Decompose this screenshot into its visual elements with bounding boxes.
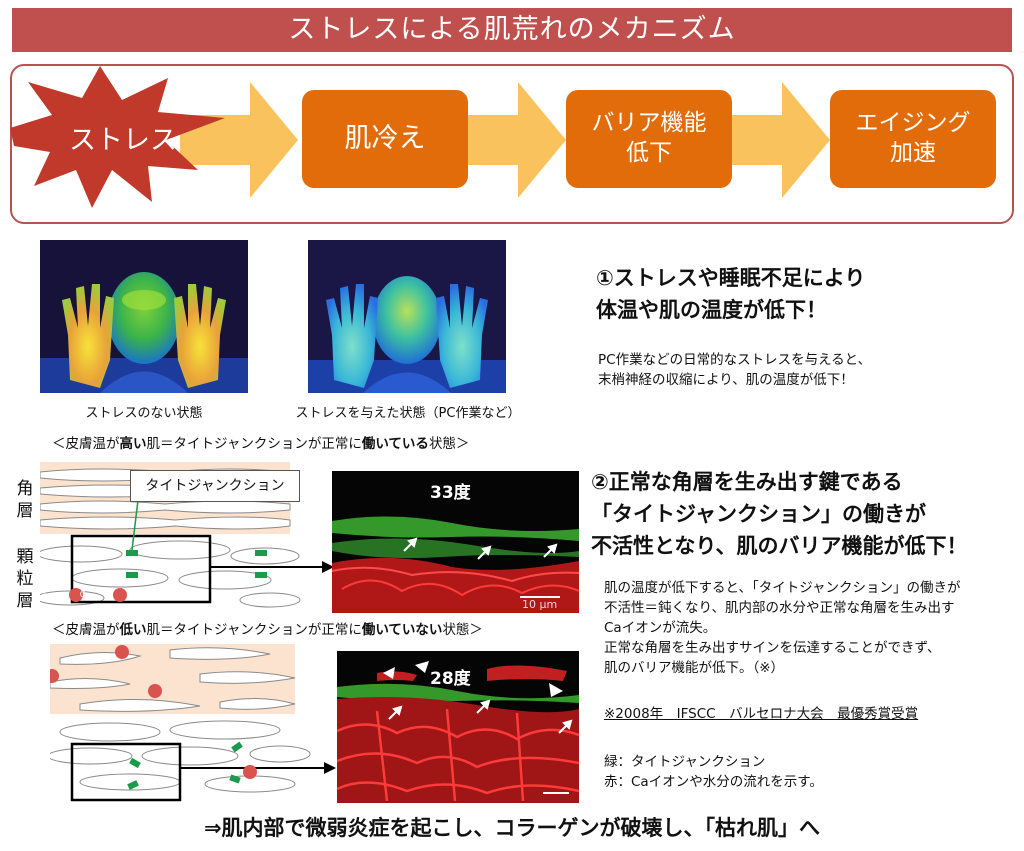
ca-dot: [243, 765, 257, 779]
caption-bold: 高い: [119, 436, 147, 452]
page-title: ストレスによる肌荒れのメカニズム: [288, 14, 736, 45]
conclusion-text: ⇒肌内部で微弱炎症を起こし、コラーゲンが破壊し、「枯れ肌」へ: [203, 816, 821, 840]
flow-step-label: 加速: [890, 140, 936, 166]
micro-temp-low: 28度: [430, 669, 471, 689]
micro-scale-bar-label: 10 μm: [522, 598, 558, 611]
tight-junction-mark: [231, 741, 243, 753]
body-line: Caイオンが流失。: [604, 620, 717, 636]
stress-label: ストレス: [69, 125, 177, 156]
skin-diagram-low-temp: [50, 644, 336, 802]
caption-text: 状態＞: [442, 622, 483, 638]
flow-step-label: 肌冷え: [344, 123, 426, 155]
layer-label: 角層: [16, 479, 34, 521]
zoom-box: [70, 742, 182, 802]
flow-step-aging: エイジング 加速: [830, 90, 996, 188]
micro-temp-high: 33度: [430, 483, 471, 503]
micrograph-low-temp: [337, 651, 579, 803]
heading-line: ①ストレスや睡眠不足により: [596, 266, 866, 290]
caption-text: ＜皮膚温が: [52, 436, 120, 452]
tight-junction-mark: [229, 774, 241, 784]
ca-dot: [50, 669, 59, 683]
body-line: 末梢神経の収縮により、肌の温度が低下！: [598, 372, 854, 388]
section2-heading: ②正常な角層を生み出す鍵である 「タイトジャンクション」の働きが 不活性となり、…: [591, 466, 968, 562]
body-line: PC作業などの日常的なストレスを与えると、: [598, 352, 872, 368]
thermal-caption-stressed: ストレスを与えた状態（PC作業など）: [295, 406, 521, 421]
flow-arrow: [180, 82, 298, 198]
heading-line: 不活性となり、肌のバリア機能が低下！: [591, 534, 968, 558]
low-temp-caption: ＜皮膚温が低い肌＝タイトジャンクションが正常に働いていない状態＞: [52, 618, 483, 638]
thermal-image-stressed: [308, 240, 506, 393]
thermal-image-no-stress: [40, 240, 248, 393]
thermal-caption-no-stress: ストレスのない状態: [85, 406, 203, 421]
legend-green: 緑：タイトジャンクション: [604, 754, 766, 770]
ca-dot: [115, 645, 129, 659]
tight-junction-mark: [255, 550, 267, 556]
ca-label: Ca: [79, 590, 91, 599]
body-line: 肌のバリア機能が低下。（※）: [604, 660, 785, 676]
flow-arrow: [732, 82, 830, 198]
tight-junction-mark: [126, 550, 138, 556]
tight-junction-mark: [127, 780, 139, 790]
caption-bold: 働いている: [361, 436, 429, 452]
flow-step-label: バリア機能: [591, 110, 707, 137]
flow-step-skin-cooling: 肌冷え: [302, 90, 468, 188]
award-note: ※2008年 IFSCC バルセロナ大会 最優秀賞受賞: [604, 706, 919, 722]
legend-red: 赤：Caイオンや水分の流れを示す。: [604, 774, 823, 790]
micrograph-high-temp: [332, 471, 579, 613]
body-line: 肌の温度が低下すると、「タイトジャンクション」の働きが: [604, 580, 961, 596]
label-stratum-corneum: 角層: [14, 478, 36, 522]
flow-step-label: エイジング: [855, 110, 971, 137]
tight-junction-mark: [129, 757, 141, 769]
callout-tight-junction: タイトジャンクション: [130, 470, 300, 502]
tight-junction-mark: [255, 572, 267, 578]
section2-body: 肌の温度が低下すると、「タイトジャンクション」の働きが 不活性＝鈍くなり、肌内部…: [604, 578, 961, 678]
body-line: 不活性＝鈍くなり、肌内部の水分や正常な角層を生み出す: [604, 600, 955, 616]
title-bar: ストレスによる肌荒れのメカニズム: [12, 8, 1012, 52]
section1-body: PC作業などの日常的なストレスを与えると、 末梢神経の収縮により、肌の温度が低下…: [598, 350, 871, 390]
color-legend: 緑：タイトジャンクション 赤：Caイオンや水分の流れを示す。: [604, 752, 823, 792]
heading-line: ②正常な角層を生み出す鍵である: [591, 470, 903, 494]
flow-arrow: [468, 82, 566, 198]
ca-label: Ca: [35, 590, 47, 599]
layer-label: 顆粒層: [16, 547, 34, 611]
tight-junction-mark: [126, 572, 138, 578]
caption-text: 肌＝タイトジャンクションが正常に: [146, 436, 362, 452]
flow-step-barrier-decline: バリア機能 低下: [566, 90, 732, 188]
ca-dot: [113, 588, 127, 602]
body-line: 正常な角層を生み出すサインを伝達することができず、: [604, 640, 941, 656]
section1-heading: ①ストレスや睡眠不足により 体温や肌の温度が低下！: [596, 262, 865, 326]
stress-starburst: [10, 66, 225, 208]
heading-line: 「タイトジャンクション」の働きが: [591, 502, 926, 526]
caption-text: 状態＞: [428, 436, 470, 452]
caption-text: 肌＝タイトジャンクションが正常に: [146, 622, 362, 638]
label-stratum-granulosum: 顆粒層: [14, 546, 36, 612]
flow-step-label: 低下: [626, 140, 672, 166]
zoom-box: [70, 534, 212, 604]
caption-bold: 働いていない: [361, 622, 443, 638]
caption-text: ＜皮膚温が: [52, 622, 120, 638]
flow-graphics: [10, 66, 830, 208]
caption-bold: 低い: [119, 622, 147, 638]
callout-label: タイトジャンクション: [145, 478, 285, 494]
high-temp-caption: ＜皮膚温が高い肌＝タイトジャンクションが正常に働いている状態＞: [52, 432, 469, 452]
ca-dot: [69, 588, 83, 602]
heading-line: 体温や肌の温度が低下！: [596, 298, 827, 322]
ca-dot: [148, 684, 162, 698]
